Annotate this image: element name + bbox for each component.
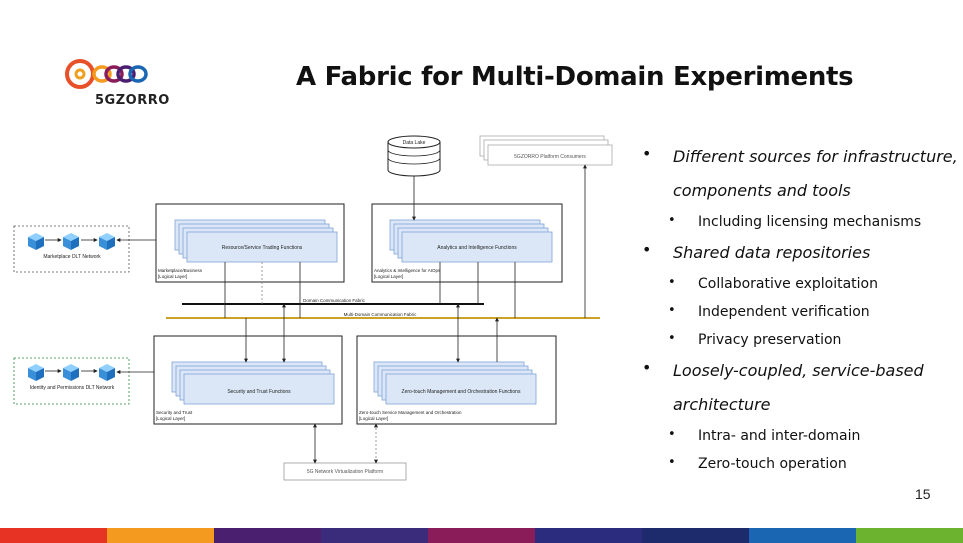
page-number: 15 <box>915 486 931 502</box>
security-layer-label-1: Security and Trust <box>156 410 193 415</box>
footer-color-segment <box>0 528 107 543</box>
marketplace-layer-label-1: Marketplace/Business <box>158 268 203 273</box>
marketplace-dlt-network: Marketplace DLT Network <box>13 225 130 273</box>
trading-functions-label: Resource/Service Trading Functions <box>222 245 303 251</box>
footer-color-segment <box>428 528 535 543</box>
sub-bullet-item: Intra- and inter-domain <box>640 421 960 450</box>
analytics-functions-label: Analytics and Intelligence Functions <box>437 245 517 251</box>
marketplace-layer-label-2: [Logical Layer] <box>158 274 187 279</box>
footer-color-segment <box>214 528 321 543</box>
bullet-item: Different sources for infrastructure, <box>640 137 960 174</box>
marketplace-dlt-label: Marketplace DLT Network <box>43 254 101 260</box>
identity-dlt-network: Identity and Permissions DLT Network <box>13 357 130 405</box>
analytics-layer: Analytics and Intelligence Functions Ana… <box>371 203 563 283</box>
platform-consumers: 5GZORRO Platform Consumers <box>479 135 613 166</box>
bullet-item: Loosely-coupled, service-based <box>640 351 960 388</box>
zsm-layer-label-2: [Logical Layer] <box>359 416 388 421</box>
architecture-diagram: Data Lake 5GZORRO Platform Consumers Mar… <box>13 135 613 481</box>
sub-bullet-item: Collaborative exploitation <box>640 269 960 298</box>
bullet-item: Shared data repositories <box>640 233 960 270</box>
zsm-layer-label-1: Zero-touch Service Management and Orches… <box>359 410 462 415</box>
multi-domain-fabric-label: Multi-Domain Communication Fabric <box>344 312 418 317</box>
sub-bullet-item: Independent verification <box>640 297 960 326</box>
security-layer-label-2: [Logical Layer] <box>156 416 185 421</box>
sub-bullet-item: Including licensing mechanisms <box>640 207 960 236</box>
marketplace-layer: Resource/Service Trading Functions Marke… <box>155 203 345 283</box>
footer-color-segment <box>856 528 963 543</box>
nfv-platform-label: 5G Network Virtualization Platform <box>307 469 383 475</box>
sub-bullet-item: Privacy preservation <box>640 325 960 354</box>
nfv-platform: 5G Network Virtualization Platform <box>283 462 407 481</box>
footer-color-segment <box>107 528 214 543</box>
security-layer: Security and Trust Functions Security an… <box>153 335 343 425</box>
logo-text: 5GZORRO <box>95 93 170 108</box>
footer-color-segment <box>535 528 642 543</box>
zsm-functions-label: Zero-touch Management and Orchestration … <box>402 389 521 395</box>
footer-color-segment <box>642 528 749 543</box>
analytics-layer-label-1: Analytics & Intelligence for AIOps <box>374 268 441 273</box>
data-lake: Data Lake <box>387 135 441 177</box>
analytics-layer-label-2: [Logical Layer] <box>374 274 403 279</box>
identity-dlt-label: Identity and Permissions DLT Network <box>30 385 115 391</box>
zsm-layer: Zero-touch Management and Orchestration … <box>356 335 557 425</box>
bullet-list: Different sources for infrastructure, co… <box>640 137 960 478</box>
footer-color-segment <box>321 528 428 543</box>
5gzorro-logo <box>65 59 148 89</box>
bullet-item-continuation: architecture <box>673 395 771 414</box>
security-functions-label: Security and Trust Functions <box>227 389 291 395</box>
data-lake-label: Data Lake <box>403 140 426 146</box>
bullet-item-continuation: components and tools <box>673 181 851 200</box>
footer-color-segment <box>749 528 856 543</box>
slide-title: A Fabric for Multi-Domain Experiments <box>296 62 854 92</box>
footer-color-bar <box>0 528 963 543</box>
domain-fabric-label: Domain Communication Fabric <box>303 298 366 303</box>
platform-consumers-label: 5GZORRO Platform Consumers <box>514 154 586 160</box>
sub-bullet-item: Zero-touch operation <box>640 449 960 478</box>
